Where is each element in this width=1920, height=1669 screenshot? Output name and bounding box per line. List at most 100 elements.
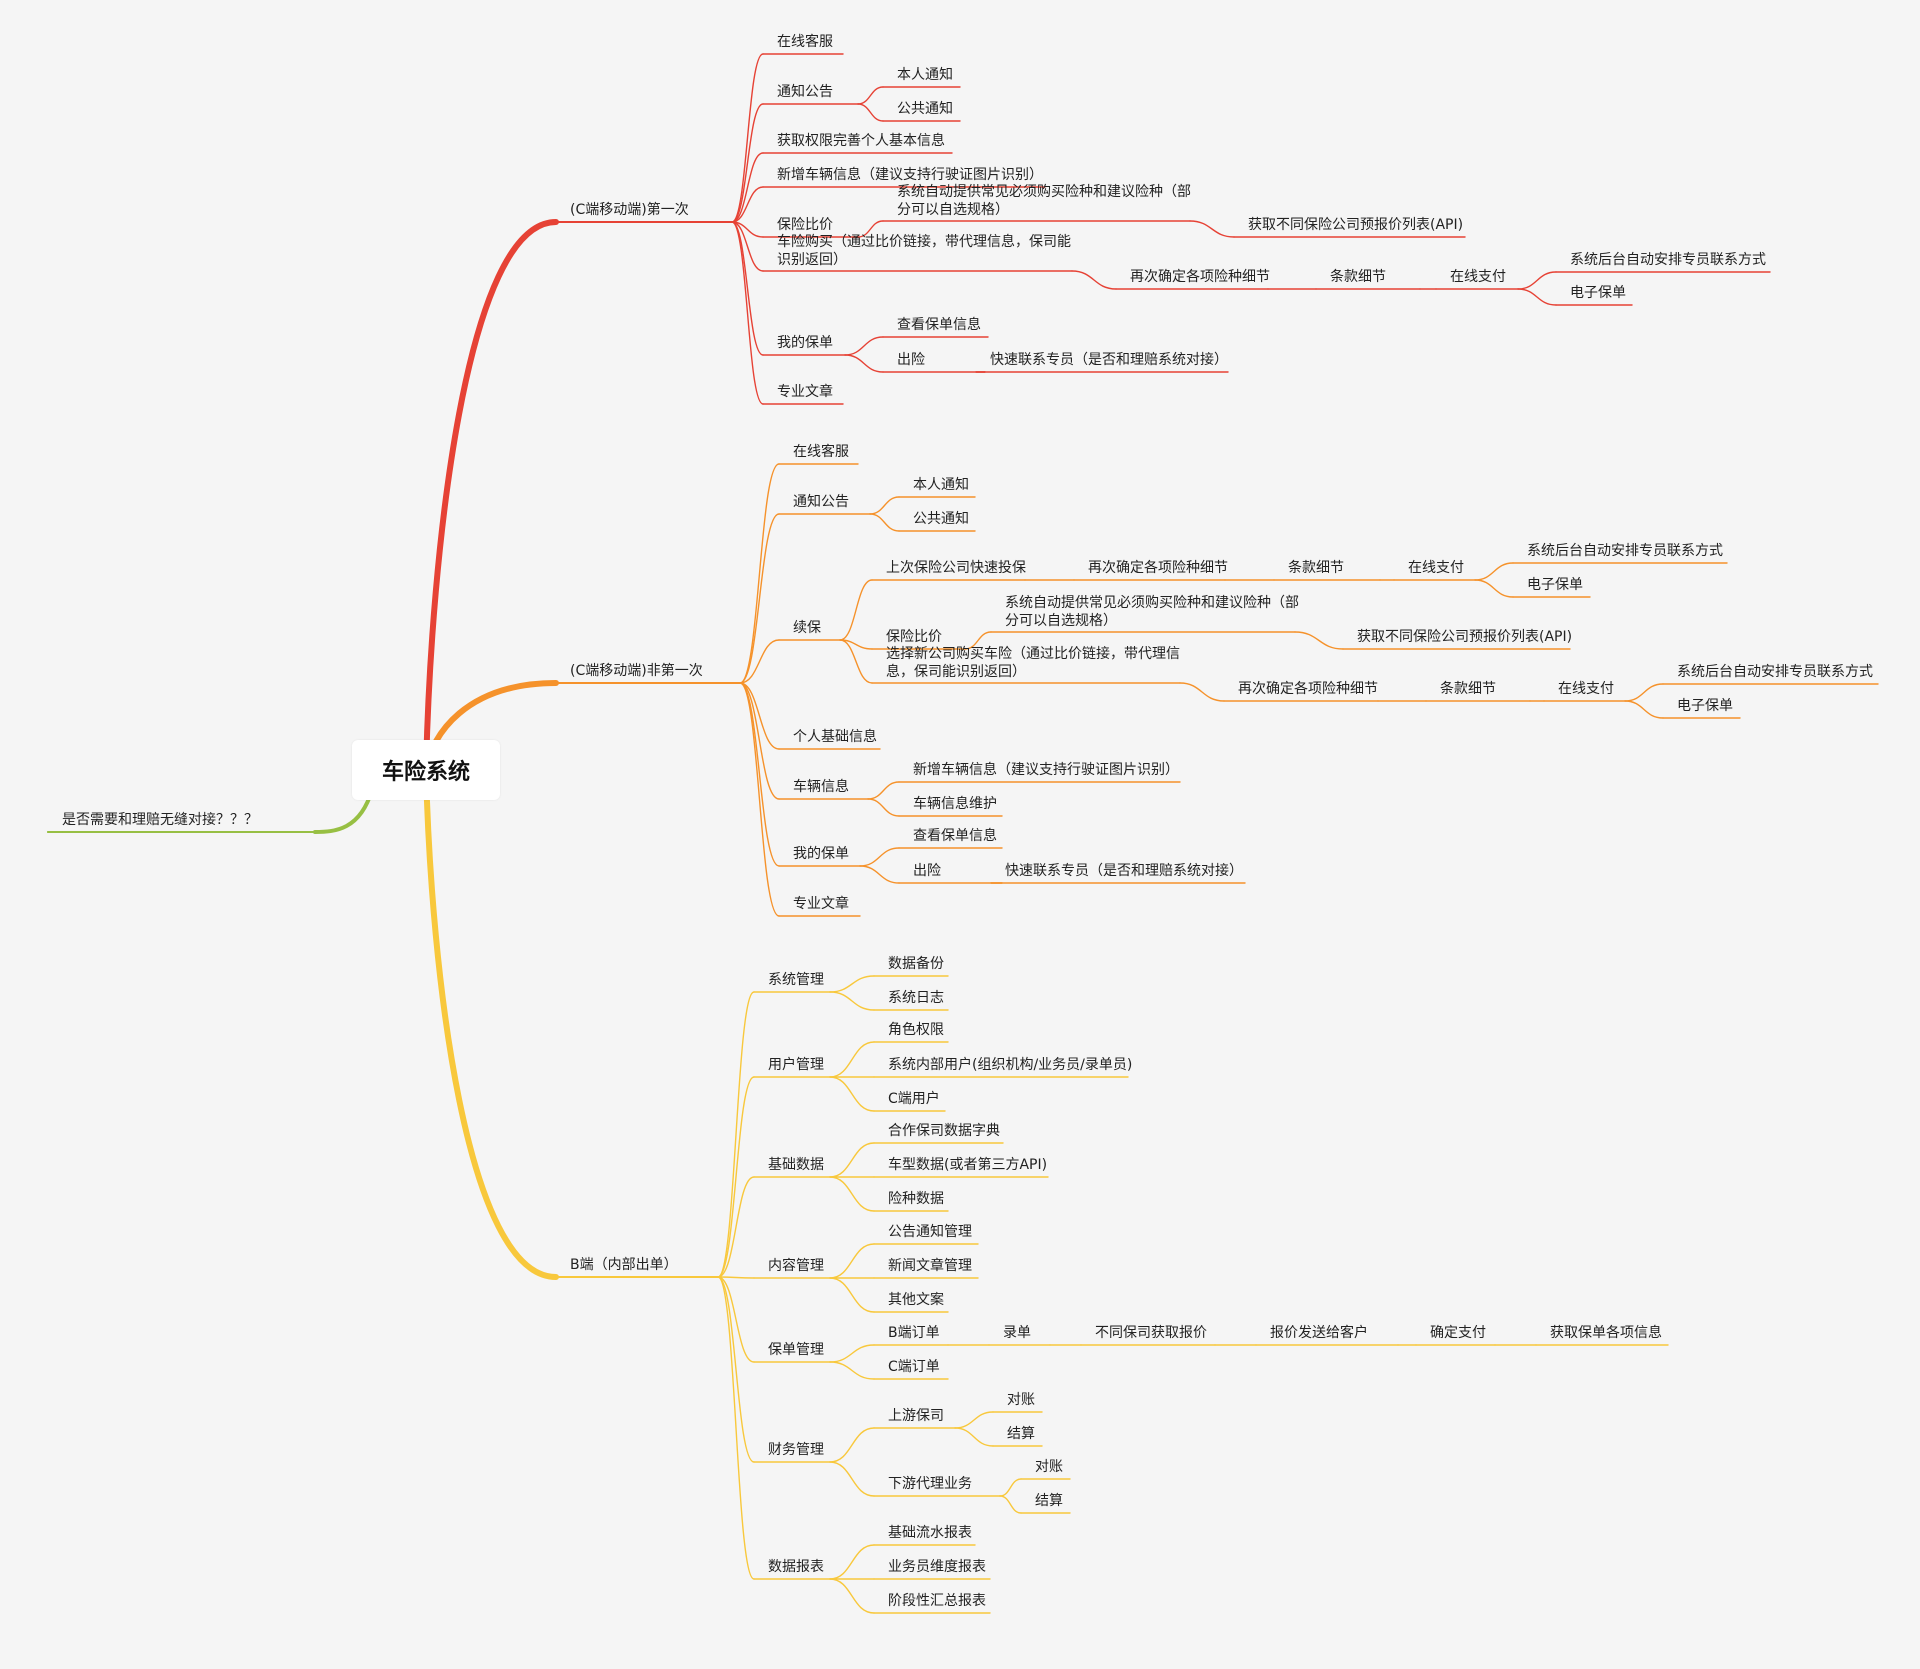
node-cf8[interactable]: 专业文章: [777, 384, 833, 400]
node-cf3[interactable]: 获取权限完善个人基本信息: [777, 133, 945, 149]
node-b7a[interactable]: 基础流水报表: [888, 1525, 972, 1541]
edge-b-b6: [717, 1276, 755, 1463]
node-b2[interactable]: 用户管理: [768, 1057, 824, 1073]
node-b2c[interactable]: C端用户: [888, 1091, 940, 1107]
edge-b2-b2a: [829, 1041, 875, 1078]
node-b6a2[interactable]: 结算: [1007, 1426, 1035, 1442]
node-cr3c2[interactable]: 条款细节: [1440, 681, 1496, 697]
node-cf[interactable]: (C端移动端)第一次: [570, 202, 689, 218]
edge-cf-cf2: [731, 103, 764, 223]
root-node[interactable]: 车险系统: [352, 740, 500, 800]
node-b4[interactable]: 内容管理: [768, 1258, 824, 1274]
node-cr3b2[interactable]: 获取不同保险公司预报价列表(API): [1357, 629, 1573, 645]
node-b7b[interactable]: 业务员维度报表: [888, 1559, 986, 1575]
node-cf1[interactable]: 在线客服: [777, 34, 833, 50]
node-cf7b[interactable]: 出险: [897, 352, 925, 368]
node-cf7[interactable]: 我的保单: [777, 335, 833, 351]
node-b5a2[interactable]: 不同保司获取报价: [1095, 1325, 1207, 1341]
node-cr3a3[interactable]: 在线支付: [1408, 560, 1464, 576]
node-cf6c2[interactable]: 电子保单: [1570, 285, 1626, 301]
node-cf6[interactable]: 车险购买（通过比价链接，带代理信息，保司能识别返回）: [777, 234, 1071, 268]
edge-b4-b4c: [829, 1277, 875, 1313]
edge-b-b1: [717, 991, 755, 1278]
node-cr3a[interactable]: 上次保险公司快速投保: [886, 560, 1026, 576]
node-b5a4[interactable]: 确定支付: [1430, 1325, 1486, 1341]
node-cr6b1[interactable]: 快速联系专员（是否和理赔系统对接）: [1005, 863, 1243, 879]
node-cr3a3b[interactable]: 电子保单: [1527, 577, 1583, 593]
node-b5a5[interactable]: 获取保单各项信息: [1550, 1325, 1662, 1341]
node-b6a[interactable]: 上游保司: [888, 1408, 944, 1424]
node-cr6b[interactable]: 出险: [913, 863, 941, 879]
node-b7c[interactable]: 阶段性汇总报表: [888, 1593, 986, 1609]
node-cr2b[interactable]: 公共通知: [913, 511, 969, 527]
node-b1a[interactable]: 数据备份: [888, 956, 944, 972]
node-b2b[interactable]: 系统内部用户(组织机构/业务员/录单员): [888, 1057, 1133, 1073]
node-b5a[interactable]: B端订单: [888, 1325, 940, 1341]
node-b6b[interactable]: 下游代理业务: [888, 1476, 972, 1492]
node-cf2[interactable]: 通知公告: [777, 84, 833, 100]
node-cf5b[interactable]: 获取不同保险公司预报价列表(API): [1248, 217, 1464, 233]
node-cr[interactable]: (C端移动端)非第一次: [570, 663, 703, 679]
root-edge-claim-question: [313, 788, 374, 834]
node-cf2b[interactable]: 公共通知: [897, 101, 953, 117]
node-b5a1[interactable]: 录单: [1003, 1325, 1031, 1341]
node-b4a[interactable]: 公告通知管理: [888, 1224, 972, 1240]
node-b6a1[interactable]: 对账: [1007, 1392, 1035, 1408]
node-cr3c3[interactable]: 在线支付: [1558, 681, 1614, 697]
node-cr2[interactable]: 通知公告: [793, 494, 849, 510]
node-b6b2[interactable]: 结算: [1035, 1493, 1063, 1509]
node-b5a3[interactable]: 报价发送给客户: [1270, 1325, 1368, 1341]
edge-b7-b7a: [829, 1544, 875, 1580]
node-cf6c[interactable]: 在线支付: [1450, 269, 1506, 285]
node-cf7a[interactable]: 查看保单信息: [897, 317, 981, 333]
node-b[interactable]: B端（内部出单）: [570, 1257, 678, 1273]
node-b5[interactable]: 保单管理: [768, 1342, 824, 1358]
edge-cr-cr4: [739, 682, 780, 750]
edge-b-b7: [717, 1276, 755, 1580]
node-cr3c3a[interactable]: 系统后台自动安排专员联系方式: [1677, 664, 1873, 680]
node-cr3a2[interactable]: 条款细节: [1288, 560, 1344, 576]
edge-cf-cf6: [731, 221, 764, 272]
node-b1b[interactable]: 系统日志: [888, 990, 944, 1006]
node-b4b[interactable]: 新闻文章管理: [888, 1258, 972, 1274]
node-cr5a[interactable]: 新增车辆信息（建议支持行驶证图片识别）: [913, 762, 1179, 778]
node-cf6b[interactable]: 条款细节: [1330, 269, 1386, 285]
node-cr3c3b[interactable]: 电子保单: [1677, 698, 1733, 714]
node-b1[interactable]: 系统管理: [768, 972, 824, 988]
node-b7[interactable]: 数据报表: [768, 1559, 824, 1575]
node-cf4[interactable]: 新增车辆信息（建议支持行驶证图片识别）: [777, 167, 1043, 183]
node-cf7b1[interactable]: 快速联系专员（是否和理赔系统对接）: [990, 352, 1228, 368]
node-cf5[interactable]: 保险比价: [777, 217, 833, 233]
edge-cr-cr5: [739, 682, 780, 800]
node-cr6a[interactable]: 查看保单信息: [913, 828, 997, 844]
node-cr3[interactable]: 续保: [793, 620, 821, 636]
edge-b-b2: [717, 1076, 755, 1278]
node-b3a[interactable]: 合作保司数据字典: [888, 1123, 1000, 1139]
node-cr5[interactable]: 车辆信息: [793, 779, 849, 795]
node-cf6c1[interactable]: 系统后台自动安排专员联系方式: [1570, 252, 1766, 268]
node-b6[interactable]: 财务管理: [768, 1442, 824, 1458]
node-b2a[interactable]: 角色权限: [888, 1022, 944, 1038]
node-b3[interactable]: 基础数据: [768, 1157, 824, 1173]
node-cr3c[interactable]: 选择新公司购买车险（通过比价链接，带代理信息，保司能识别返回）: [886, 646, 1180, 680]
node-q[interactable]: 是否需要和理赔无缝对接？？？: [62, 812, 258, 828]
node-b4c[interactable]: 其他文案: [888, 1292, 944, 1308]
node-cf5a[interactable]: 系统自动提供常见必须购买险种和建议险种（部分可以自选规格）: [897, 184, 1191, 218]
node-cf2a[interactable]: 本人通知: [897, 67, 953, 83]
node-b3c[interactable]: 险种数据: [888, 1191, 944, 1207]
node-cr6[interactable]: 我的保单: [793, 846, 849, 862]
node-b6b1[interactable]: 对账: [1035, 1459, 1063, 1475]
node-cf6a[interactable]: 再次确定各项险种细节: [1130, 269, 1270, 285]
node-cr3a3a[interactable]: 系统后台自动安排专员联系方式: [1527, 543, 1723, 559]
node-cr1[interactable]: 在线客服: [793, 444, 849, 460]
node-cr5b[interactable]: 车辆信息维护: [913, 796, 997, 812]
node-cr3c1[interactable]: 再次确定各项险种细节: [1238, 681, 1378, 697]
node-cr3a1[interactable]: 再次确定各项险种细节: [1088, 560, 1228, 576]
node-cr4[interactable]: 个人基础信息: [793, 729, 877, 745]
node-b5b[interactable]: C端订单: [888, 1359, 940, 1375]
node-cr3b[interactable]: 保险比价: [886, 629, 942, 645]
node-cr2a[interactable]: 本人通知: [913, 477, 969, 493]
node-cr3b1[interactable]: 系统自动提供常见必须购买险种和建议险种（部分可以自选规格）: [1005, 595, 1299, 629]
node-cr7[interactable]: 专业文章: [793, 896, 849, 912]
node-b3b[interactable]: 车型数据(或者第三方API): [888, 1157, 1048, 1173]
